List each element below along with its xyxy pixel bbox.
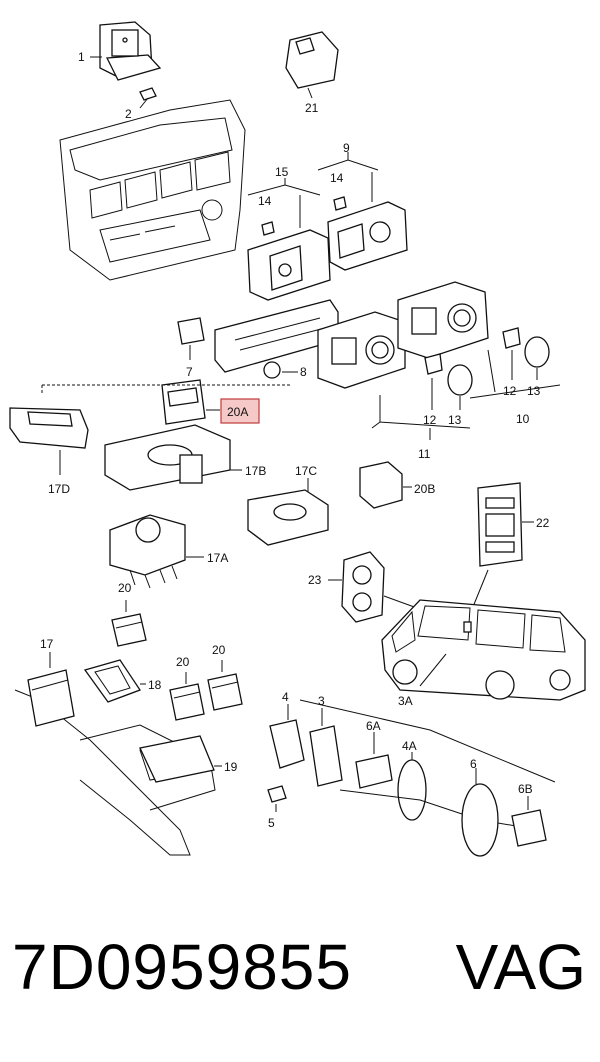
callout-11: 11 <box>418 447 431 461</box>
footer: 7D0959855 VAG <box>0 930 600 1020</box>
callout-20A-highlight <box>220 398 260 424</box>
callout-5: 5 <box>268 816 275 830</box>
callout-20-c: 20 <box>212 643 226 657</box>
callout-13-b: 13 <box>527 384 541 398</box>
part-2-screw <box>139 87 157 109</box>
part-8-panel-strip <box>214 299 339 379</box>
callout-1: 1 <box>78 50 85 64</box>
part-14-bulb-a <box>261 221 275 236</box>
callout-17D: 17D <box>48 482 70 496</box>
part-17C-panel <box>247 478 329 546</box>
callout-6: 6 <box>470 757 477 771</box>
callout-20-a: 20 <box>118 581 132 595</box>
part-17B-console <box>41 384 290 491</box>
brand-label: VAG <box>455 931 586 1003</box>
callout-4A: 4A <box>402 739 417 753</box>
callout-23: 23 <box>308 573 322 587</box>
part-7-switch <box>177 317 205 360</box>
callout-12-a: 12 <box>423 413 437 427</box>
part-4-connector <box>269 704 305 769</box>
part-17-switch <box>27 652 75 727</box>
callout-7: 7 <box>186 365 193 379</box>
part-13-knob-a <box>447 364 473 410</box>
callout-19: 19 <box>224 760 238 774</box>
callout-12-b: 12 <box>503 384 517 398</box>
callout-17C: 17C <box>295 464 317 478</box>
callout-21: 21 <box>305 101 319 115</box>
part-18-frame <box>83 659 146 703</box>
callout-20-b: 20 <box>176 655 190 669</box>
part-9-control-unit <box>317 152 408 271</box>
part-15-control-unit <box>247 178 331 301</box>
part-number: 7D0959855 <box>12 931 352 1003</box>
part-20-switch-a <box>111 600 147 647</box>
part-11-heater-control <box>317 311 471 440</box>
callout-20B: 20B <box>414 482 435 496</box>
dashboard-outline <box>59 99 246 281</box>
callout-20A: 20A <box>227 405 248 419</box>
callout-10: 10 <box>516 412 530 426</box>
part-20A-switch <box>161 379 220 425</box>
callout-14-b: 14 <box>330 171 344 185</box>
part-20B-relay <box>359 461 412 509</box>
part-17A-switch <box>109 514 204 589</box>
van-illustration <box>381 599 586 701</box>
part-17D-panel <box>9 407 89 475</box>
part-4A-grommet <box>397 752 427 821</box>
part-22-control-unit <box>465 482 534 625</box>
callout-17B: 17B <box>245 464 266 478</box>
part-3-switch-body <box>309 708 343 787</box>
part-20-switch-b <box>169 672 205 721</box>
part-10-heater-control <box>397 281 561 399</box>
callout-17: 17 <box>40 637 54 651</box>
callout-9: 9 <box>343 141 350 155</box>
part-1-switch-housing <box>90 21 162 81</box>
callout-17A: 17A <box>207 551 228 565</box>
part-20-switch-c <box>207 660 243 711</box>
callout-3A: 3A <box>398 694 413 708</box>
callout-15: 15 <box>275 165 289 179</box>
callout-3: 3 <box>318 694 325 708</box>
callout-6A: 6A <box>366 719 381 733</box>
part-19-frame <box>139 735 222 783</box>
callout-2: 2 <box>125 107 132 121</box>
part-5-screw <box>267 785 287 812</box>
part-12-clip-a <box>424 353 443 410</box>
part-6-wiring-harness <box>299 699 556 857</box>
part-14-bulb-b <box>333 196 347 211</box>
callout-13-a: 13 <box>448 413 462 427</box>
callout-6B: 6B <box>518 782 533 796</box>
callout-14-a: 14 <box>258 194 272 208</box>
part-6A-plug <box>355 732 393 789</box>
part-12-clip-b <box>502 327 521 380</box>
callout-22: 22 <box>536 516 550 530</box>
part-23-switch <box>328 551 429 623</box>
part-21-relay <box>285 31 339 99</box>
part-13-knob-b <box>524 336 550 380</box>
callout-8: 8 <box>300 365 307 379</box>
callout-4: 4 <box>282 690 289 704</box>
part-6B-connector <box>511 796 547 847</box>
callout-18: 18 <box>148 678 162 692</box>
